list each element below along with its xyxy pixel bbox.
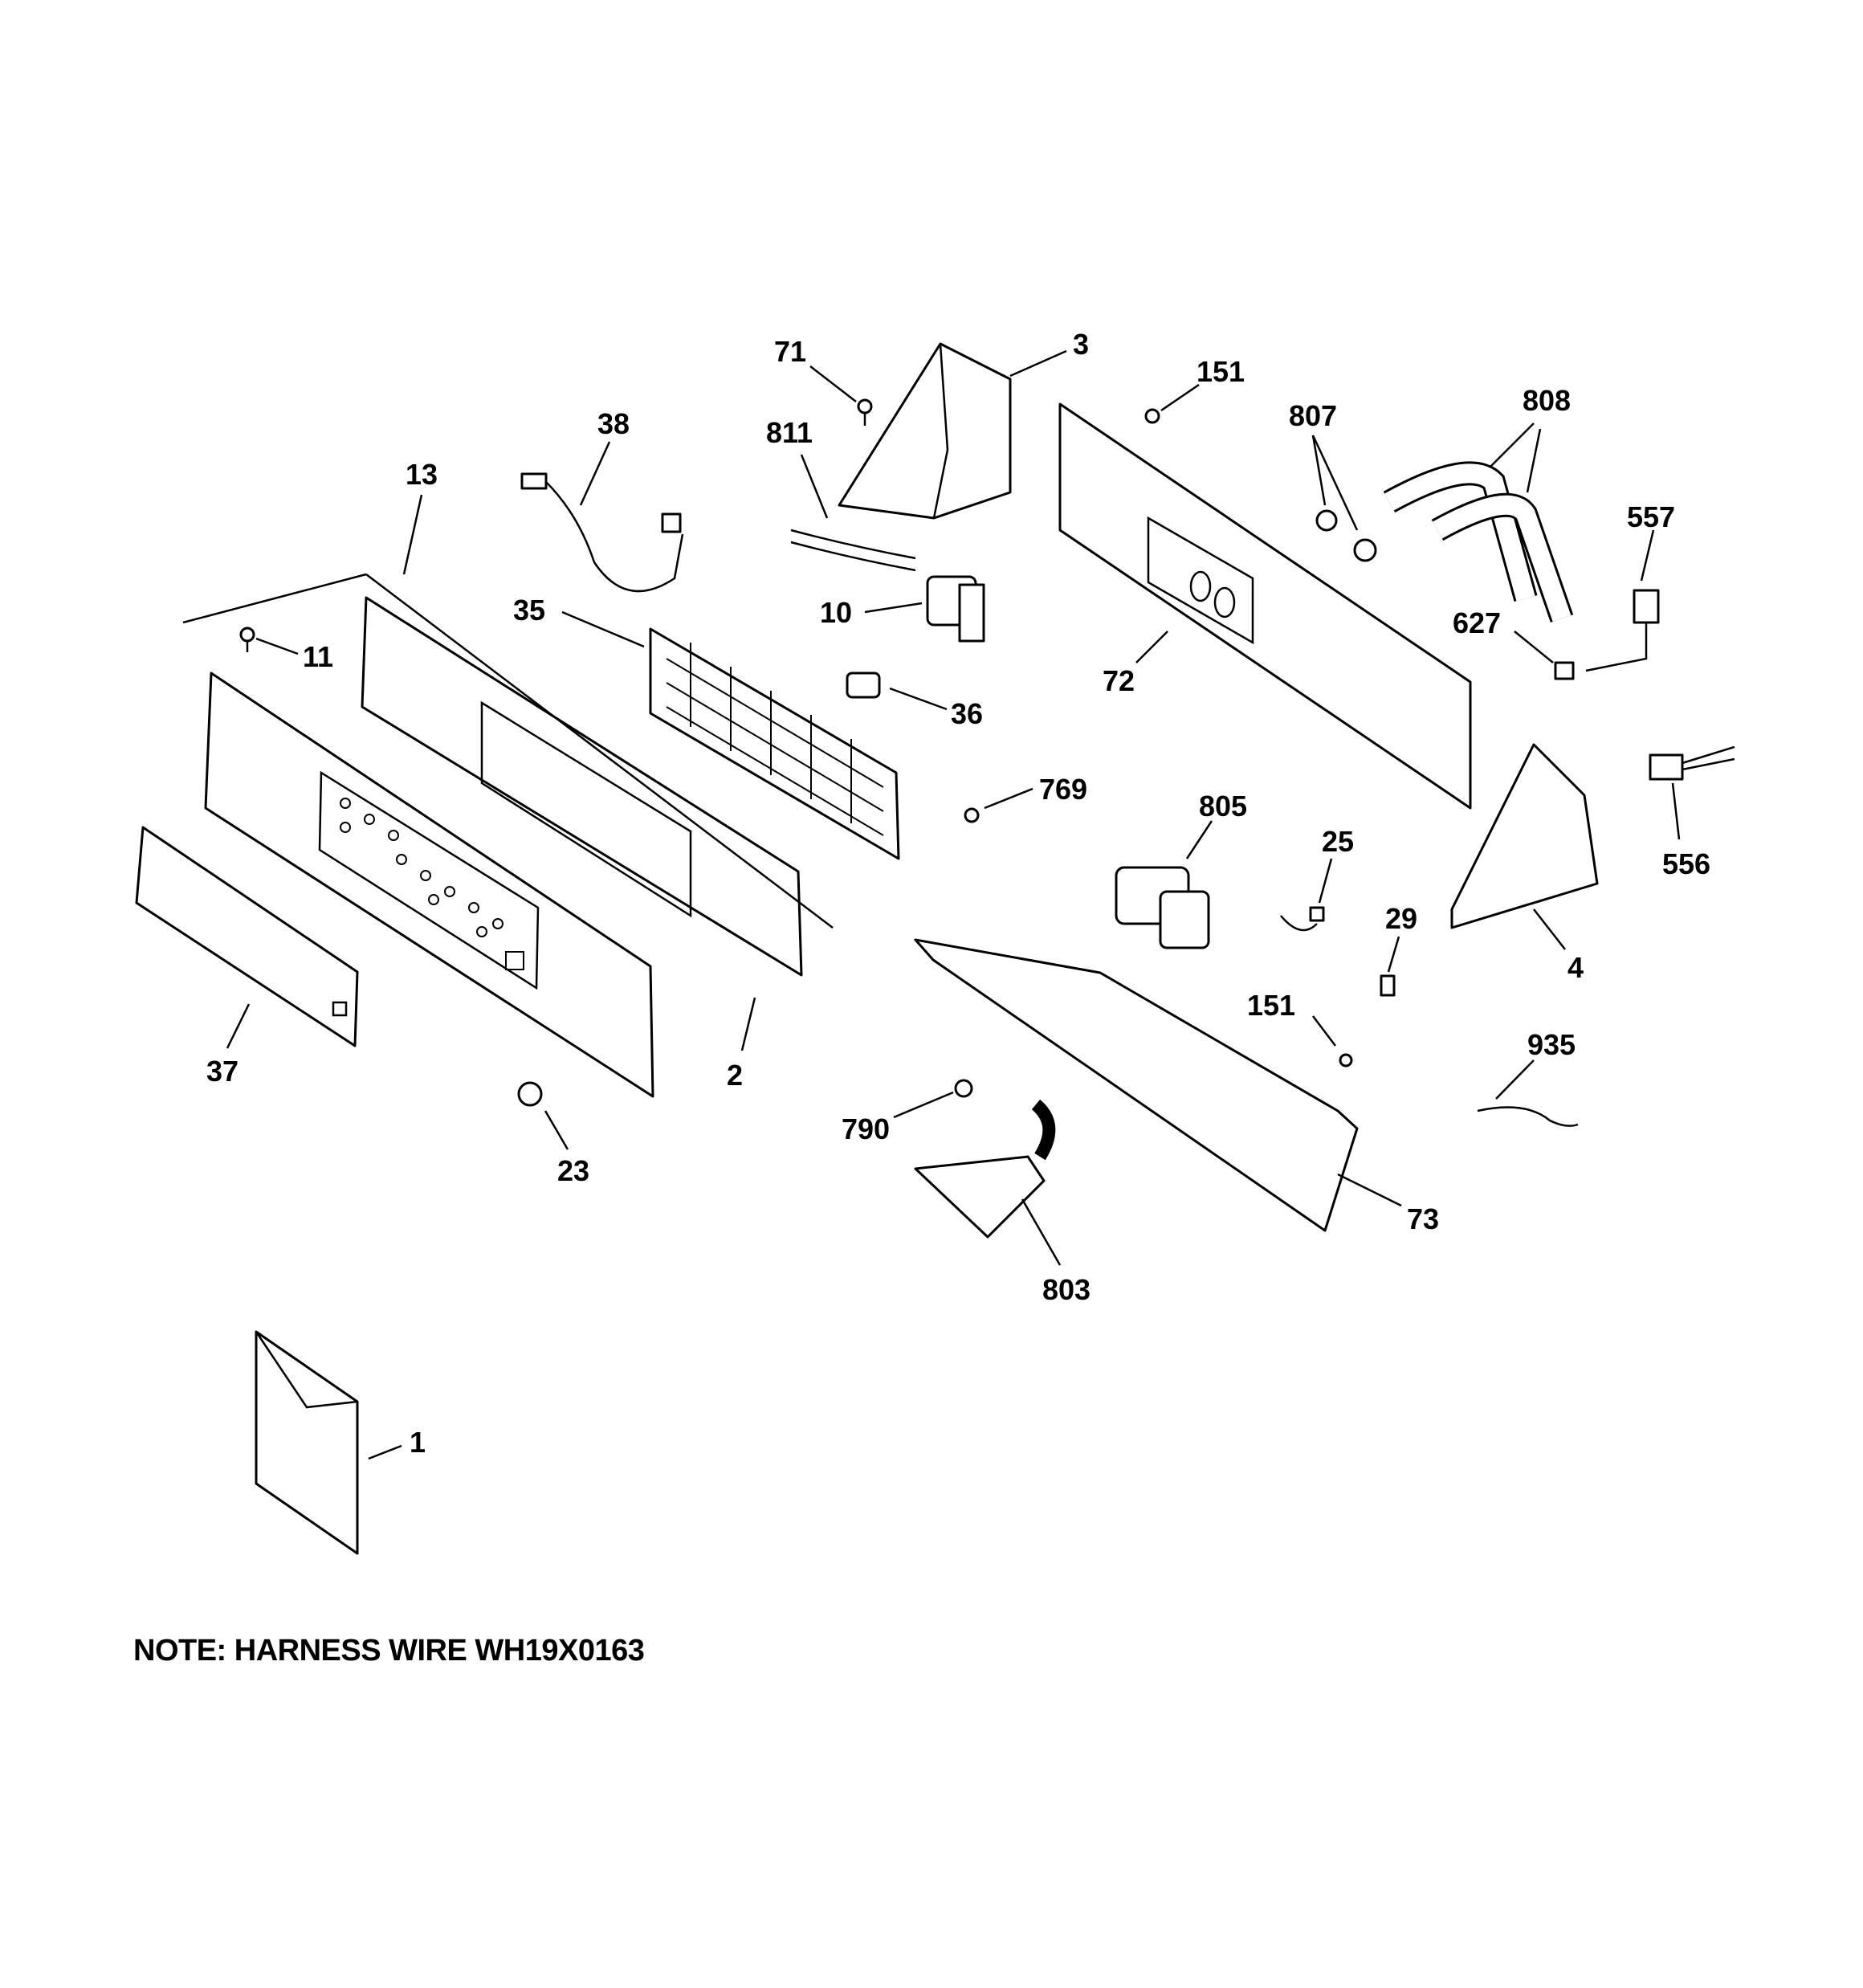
- fill-hoses-808: [1383, 461, 1574, 623]
- callout-13: 13: [406, 458, 438, 491]
- callout-1: 1: [410, 1426, 426, 1459]
- callout-71: 71: [774, 335, 806, 368]
- callout-38: 38: [597, 407, 630, 440]
- connector-556: [1649, 745, 1735, 781]
- dispenser-803: [914, 1099, 1056, 1239]
- console-frame-2: [361, 596, 803, 977]
- callout-labels: 71 3 151 807 808 38 811 13 557 35 10 11 …: [206, 328, 1710, 1459]
- callout-556: 556: [1662, 847, 1710, 880]
- callout-3: 3: [1073, 328, 1089, 361]
- clamp-790: [954, 1079, 973, 1098]
- pressure-switch-10: [926, 575, 985, 643]
- clip-36: [846, 672, 881, 699]
- callout-803: 803: [1042, 1273, 1090, 1306]
- callout-151-lower: 151: [1247, 989, 1295, 1022]
- knob-23: [517, 1081, 543, 1107]
- plug-627: [1554, 661, 1575, 680]
- harness-wire-note: NOTE: HARNESS WIRE WH19X0163: [133, 1634, 645, 1668]
- clip-29: [1380, 974, 1396, 997]
- callout-25: 25: [1322, 825, 1354, 858]
- callout-36: 36: [951, 697, 983, 730]
- wire-38: [520, 472, 684, 593]
- screw-151-top: [1144, 408, 1160, 424]
- callout-935: 935: [1527, 1028, 1576, 1061]
- end-cap-4: [1450, 743, 1599, 929]
- callout-151: 151: [1196, 355, 1245, 388]
- callout-811: 811: [766, 416, 813, 449]
- screw-151-bottom: [1339, 1053, 1353, 1067]
- wire-935: [1477, 1106, 1579, 1127]
- callout-805: 805: [1199, 790, 1247, 823]
- callout-73: 73: [1407, 1202, 1439, 1235]
- wire-25: [1280, 906, 1325, 932]
- screw-769: [964, 807, 980, 823]
- leader-lines: [226, 349, 1681, 1460]
- callout-37: 37: [206, 1055, 238, 1088]
- callout-11: 11: [303, 640, 333, 673]
- bracket-73: [914, 938, 1359, 1232]
- switch-bracket-35: [649, 627, 900, 860]
- callout-29: 29: [1385, 902, 1417, 935]
- washers-807: [1315, 509, 1377, 562]
- callout-790: 790: [842, 1112, 890, 1145]
- envelope-1: [255, 1330, 359, 1555]
- callout-10: 10: [820, 596, 852, 629]
- callout-807: 807: [1289, 399, 1337, 432]
- screw-11: [239, 627, 255, 652]
- control-panel-overlay-37: [135, 826, 359, 1047]
- back-panel-72: [1058, 402, 1472, 810]
- hose-811: [790, 529, 916, 572]
- callout-72: 72: [1103, 664, 1135, 697]
- callout-769: 769: [1039, 773, 1087, 806]
- callout-35: 35: [513, 594, 545, 627]
- front-console-panel: [204, 672, 654, 1098]
- callout-808: 808: [1523, 384, 1571, 417]
- switch-557: [1585, 589, 1660, 672]
- callout-23: 23: [557, 1154, 589, 1187]
- valve-805: [1115, 866, 1210, 949]
- screw-71: [857, 398, 873, 426]
- callout-2: 2: [727, 1059, 743, 1092]
- end-cap-3: [838, 342, 1012, 520]
- callout-627: 627: [1453, 606, 1501, 639]
- callout-557: 557: [1627, 500, 1675, 533]
- callout-4: 4: [1567, 951, 1584, 984]
